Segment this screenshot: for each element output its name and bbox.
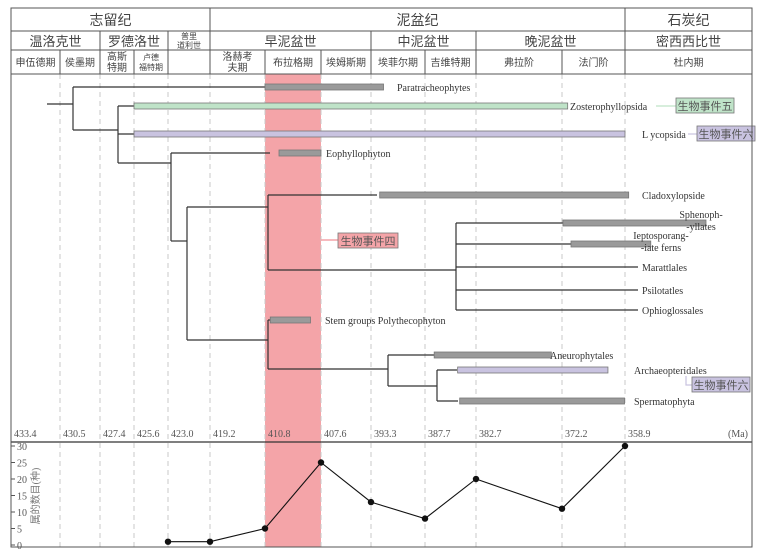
x-tick-label: 427.4 — [103, 429, 126, 440]
x-tick-label: 419.2 — [213, 429, 236, 440]
epoch-label-line2: 道利世 — [177, 40, 201, 50]
range-bar — [379, 191, 630, 199]
data-point — [206, 538, 214, 545]
epoch-label: 密西西比世 — [656, 34, 721, 49]
period-label: 泥盆纪 — [397, 13, 439, 29]
stage-label: 申伍德期 — [16, 56, 56, 69]
stage-label: 夫期 — [228, 62, 248, 74]
event-six-b-box — [691, 376, 751, 393]
epoch-label: 罗德洛世 — [108, 34, 160, 49]
stage-label: 埃姆斯期 — [326, 56, 366, 69]
taxon-label: Paratracheophytes — [397, 83, 470, 94]
stage-label: 埃菲尔期 — [378, 56, 418, 69]
y-tick-label: 25 — [17, 459, 27, 470]
x-tick-label: 382.7 — [479, 429, 502, 440]
epoch-label: 普里 — [181, 31, 197, 41]
range-bar — [562, 219, 707, 227]
x-tick-label: 358.9 — [628, 429, 651, 440]
range-bar — [457, 366, 609, 374]
taxon-label: Ieptosporang--iate ferns — [633, 231, 689, 254]
x-tick-label: 387.7 — [428, 429, 451, 440]
stage-label: 洛赫考 — [223, 50, 253, 63]
x-tick-label: 433.4 — [14, 429, 37, 440]
x-tick-label: 410.8 — [268, 429, 291, 440]
x-tick-label: 425.6 — [137, 429, 160, 440]
stage-label: 卢德 — [143, 52, 159, 62]
taxon-label: Psilotatles — [642, 286, 683, 297]
data-point — [558, 505, 566, 512]
x-tick-label: 423.0 — [171, 429, 194, 440]
range-bar — [433, 351, 552, 359]
period-label: 志留纪 — [90, 13, 132, 29]
series-line — [168, 445, 626, 543]
range-bar — [278, 149, 322, 157]
epoch-label: 中泥盆世 — [397, 34, 449, 49]
range-bar — [269, 316, 311, 324]
taxon-label-line: -iate ferns — [641, 243, 681, 254]
data-point — [164, 538, 172, 545]
y-tick-label: 15 — [17, 492, 27, 503]
y-tick-label: 30 — [17, 442, 27, 453]
stage-label: 布拉格期 — [273, 56, 313, 69]
period-label: 石炭纪 — [668, 13, 710, 29]
stage-label: 弗拉阶 — [504, 56, 534, 69]
range-bar — [264, 83, 384, 91]
x-tick-label: 430.5 — [63, 429, 86, 440]
event-six-a-box — [696, 125, 756, 142]
stage-label: 福特期 — [139, 62, 163, 72]
taxon-label: Aneurophytales — [550, 351, 613, 362]
taxon-label: Sphenoph--yllates — [679, 210, 722, 233]
event-five-box — [675, 97, 735, 114]
epoch-label: 晚泥盆世 — [524, 34, 576, 49]
data-point — [261, 525, 269, 532]
x-tick-label: 407.6 — [324, 429, 347, 440]
taxon-label-line: -yllates — [686, 222, 716, 233]
taxon-label: Zosterophyllopsida — [570, 102, 648, 113]
highlight-band-pragian — [265, 74, 321, 547]
y-tick-label: 10 — [17, 508, 27, 519]
data-point — [621, 442, 629, 450]
range-bar — [570, 240, 652, 248]
taxon-label-line: Ieptosporang- — [633, 231, 689, 242]
range-bar — [133, 102, 569, 110]
event-four-box — [337, 232, 399, 249]
taxon-label-line: Sphenoph- — [679, 210, 722, 221]
stage-label: 高斯 — [107, 50, 127, 63]
y-tick-label: 20 — [17, 475, 27, 486]
taxon-label: Stem groups Polythecophyton — [325, 316, 446, 327]
event-five-label: 生物事件五 — [678, 99, 733, 113]
taxon-label: Marattlales — [642, 263, 687, 274]
stage-label: 侯墨期 — [65, 56, 95, 69]
y-axis-label: 属的数目(种) — [29, 468, 42, 525]
data-point — [421, 515, 429, 522]
x-axis-unit: (Ma) — [728, 429, 748, 440]
event-six-a-label: 生物事件六 — [699, 127, 754, 141]
stage-label: 法门阶 — [579, 56, 609, 69]
stage-label: 特期 — [107, 62, 127, 74]
taxon-label: Spermatophyta — [634, 397, 695, 408]
range-bar — [459, 397, 625, 405]
data-point — [317, 459, 325, 466]
data-point — [367, 498, 375, 506]
epoch-label: 早泥盆世 — [264, 34, 316, 49]
data-point — [472, 475, 480, 483]
taxon-label: Archaeopteridales — [634, 366, 707, 377]
stage-label: 吉维特期 — [431, 56, 471, 69]
event-four-label: 生物事件四 — [341, 234, 396, 248]
event-six-b-label: 生物事件六 — [694, 378, 749, 392]
x-tick-label: 372.2 — [565, 429, 588, 440]
taxon-label: Ophioglossales — [642, 306, 703, 317]
stage-label: 杜内期 — [674, 56, 704, 69]
y-tick-label: 5 — [17, 525, 22, 536]
event-connector — [685, 376, 692, 386]
taxon-label: Cladoxylopside — [642, 191, 705, 202]
epoch-label: 温洛克世 — [29, 34, 81, 49]
x-tick-label: 393.3 — [374, 429, 397, 440]
taxon-label: Eophyllophyton — [326, 149, 390, 160]
figure-frame — [10, 73, 753, 548]
range-bar — [133, 130, 626, 138]
taxon-label: L ycopsida — [642, 130, 686, 141]
